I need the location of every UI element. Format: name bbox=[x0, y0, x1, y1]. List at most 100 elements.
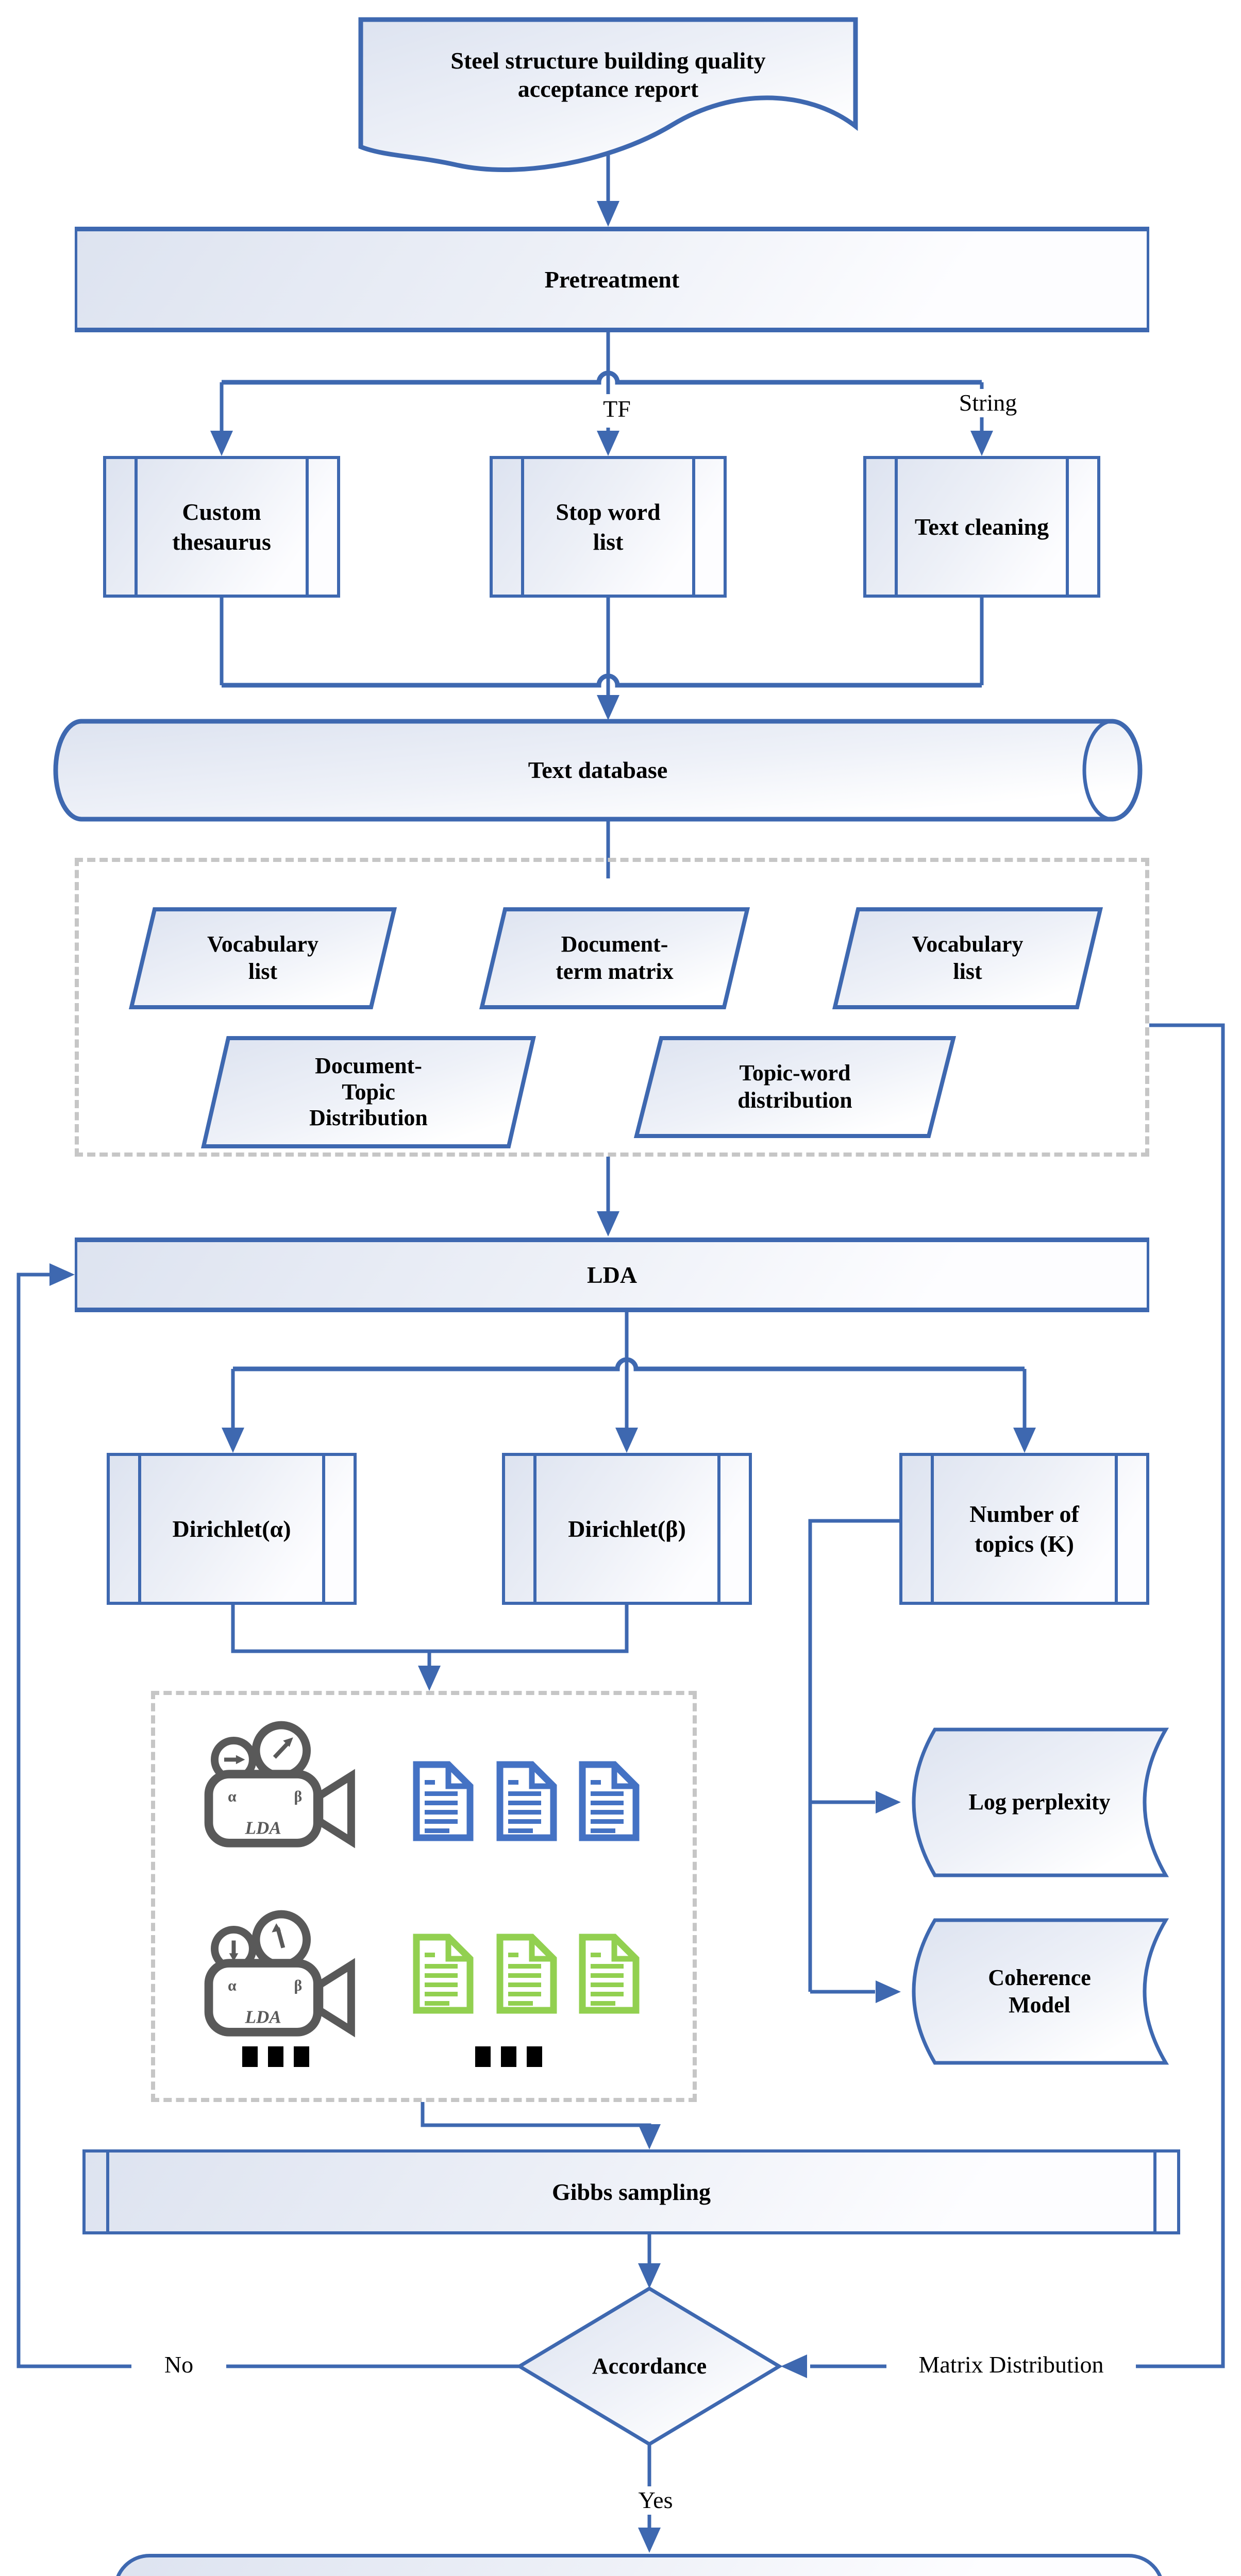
arrowhead-results bbox=[638, 2528, 661, 2553]
sampling-iterations-group bbox=[151, 1691, 697, 2102]
inner-line bbox=[1066, 459, 1069, 595]
dot bbox=[294, 2046, 309, 2067]
arrowhead-gibbs bbox=[638, 2124, 661, 2149]
node-label: Custom bbox=[182, 499, 261, 525]
arrowhead-stop-word-list bbox=[597, 431, 619, 456]
reel-needle-tip-icon bbox=[236, 1755, 245, 1765]
arrowheads bbox=[49, 201, 1036, 2553]
camera-lda-label: LDA bbox=[244, 2007, 281, 2027]
node-label: Dirichlet(α) bbox=[172, 1515, 291, 1542]
connectors bbox=[16, 152, 1225, 2540]
inner-line bbox=[306, 459, 309, 595]
document-icon bbox=[496, 1761, 557, 1841]
node-label: thesaurus bbox=[172, 528, 271, 555]
stored-data-log-perplexity bbox=[912, 1727, 1169, 1877]
arrowhead-text-database bbox=[597, 695, 619, 720]
node-label: Text cleaning bbox=[914, 513, 1049, 540]
arrowhead-dirichlet-beta bbox=[615, 1428, 638, 1453]
camera-alpha-label: α bbox=[228, 1788, 237, 1805]
parallelogram-topic-word-distribution bbox=[633, 1036, 957, 1138]
dot bbox=[501, 2046, 516, 2067]
edge-label-no: No bbox=[131, 2351, 226, 2379]
arrowhead-sampling-box bbox=[418, 1666, 441, 1691]
database-cylinder bbox=[53, 719, 1143, 822]
camera-beta-label: β bbox=[294, 1788, 302, 1805]
node-label: list bbox=[593, 528, 624, 555]
camera-lens bbox=[315, 1958, 355, 2038]
inner-line bbox=[322, 1456, 325, 1602]
connector-sampling-gibbs bbox=[421, 2102, 651, 2136]
arrowhead-accordance-top bbox=[638, 2263, 661, 2289]
node-label: Gibbs sampling bbox=[551, 2178, 711, 2205]
inner-line bbox=[533, 1456, 536, 1602]
document-shape-report bbox=[358, 17, 858, 173]
connector-no-feedback bbox=[16, 1273, 522, 2368]
node-label: Dirichlet(β) bbox=[568, 1515, 686, 1542]
camera-alpha-label: α bbox=[228, 1977, 237, 1994]
dot bbox=[242, 2046, 258, 2067]
cylinder-body bbox=[53, 719, 1143, 822]
parallelogram-document-topic-distribution bbox=[200, 1036, 536, 1148]
node-lda: LDA bbox=[75, 1238, 1149, 1312]
node-stop-word-list: Stop word list bbox=[490, 456, 727, 598]
edge-label-matrix-distribution: Matrix Distribution bbox=[886, 2351, 1136, 2379]
parallelograms bbox=[128, 907, 1103, 1148]
node-text-cleaning: Text cleaning bbox=[863, 456, 1100, 598]
inner-line bbox=[717, 1456, 720, 1602]
node-label: Stop word bbox=[556, 499, 661, 525]
inner-line bbox=[1115, 1456, 1118, 1602]
inner-line bbox=[1153, 2153, 1156, 2231]
node-dirichlet-beta: Dirichlet(β) bbox=[502, 1453, 752, 1605]
lda-camera-icon: α β LDA bbox=[204, 1721, 355, 1849]
document-icons-blue bbox=[413, 1761, 640, 1841]
merge-line-top bbox=[222, 673, 982, 688]
lda-camera-icon: α β LDA bbox=[204, 1910, 355, 2038]
node-pretreatment: Pretreatment bbox=[75, 227, 1149, 332]
branch-line-top bbox=[222, 370, 982, 385]
node-label: Pretreatment bbox=[544, 266, 680, 293]
inner-line bbox=[138, 1456, 141, 1602]
stored-data-coherence-model bbox=[912, 1918, 1169, 2065]
node-label: topics (K) bbox=[975, 1530, 1074, 1557]
arrowhead-custom-thesaurus bbox=[210, 431, 233, 456]
parallelogram-vocabulary-list-2 bbox=[832, 907, 1103, 1009]
document-icon bbox=[413, 1934, 474, 2014]
dot bbox=[527, 2046, 542, 2067]
arrowhead-dirichlet-alpha bbox=[222, 1428, 244, 1453]
arrowhead-coherence-model bbox=[876, 1980, 901, 2003]
reel-hand-icon bbox=[275, 1927, 286, 1948]
arrowhead-pretreatment bbox=[597, 201, 619, 227]
lda-outputs-group bbox=[75, 858, 1149, 1157]
arrowhead-accordance-right bbox=[781, 2354, 807, 2378]
camera-beta-label: β bbox=[294, 1977, 302, 1994]
inner-line bbox=[692, 459, 695, 595]
diamond-accordance bbox=[516, 2286, 783, 2447]
node-dirichlet-alpha: Dirichlet(α) bbox=[107, 1453, 357, 1605]
document-icon bbox=[579, 1761, 640, 1841]
inner-line bbox=[895, 459, 898, 595]
inner-line bbox=[135, 459, 138, 595]
arrowhead-lda-top bbox=[597, 1211, 619, 1236]
node-gibbs-sampling: Gibbs sampling bbox=[82, 2149, 1180, 2234]
inner-line bbox=[106, 2153, 109, 2231]
connector-k-evaluation bbox=[808, 1519, 899, 1992]
document-icon bbox=[579, 1934, 640, 2014]
edge-label-tf: TF bbox=[572, 395, 662, 423]
reel-hand-tip-icon bbox=[272, 1923, 281, 1933]
arrowhead-lda-left bbox=[49, 1263, 75, 1286]
parallelogram-vocabulary-list-1 bbox=[128, 907, 397, 1009]
reel-needle-tip-icon bbox=[229, 1953, 239, 1962]
connector-dirichlet-merge bbox=[231, 1605, 629, 1653]
node-label: LDA bbox=[586, 1261, 638, 1288]
node-results: Topic Modeling Clustering Results bbox=[113, 2554, 1165, 2576]
arrowhead-text-cleaning bbox=[970, 431, 993, 456]
cylinder-end-cap bbox=[1082, 719, 1113, 821]
node-custom-thesaurus: Custom thesaurus bbox=[103, 456, 340, 598]
document-icon bbox=[496, 1934, 557, 2014]
camera-lens bbox=[315, 1769, 355, 1849]
ellipsis-dots bbox=[242, 2046, 542, 2067]
document-icon bbox=[413, 1761, 474, 1841]
edge-label-yes: Yes bbox=[611, 2486, 700, 2515]
arrowhead-log-perplexity bbox=[876, 1791, 901, 1814]
